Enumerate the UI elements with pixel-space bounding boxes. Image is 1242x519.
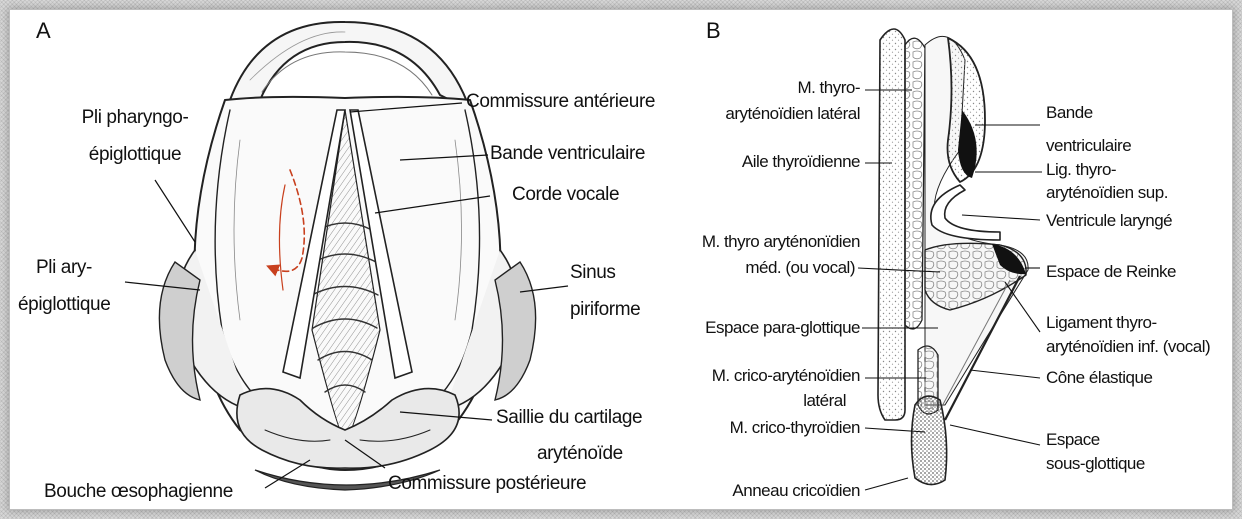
label-pli-ary-line1: Pli ary- [36, 257, 92, 279]
label-espace-sous-line2: sous-glottique [1046, 454, 1145, 474]
label-anneau-cricoidien: Anneau cricoïdien [650, 481, 860, 501]
label-commissure-anterieure: Commissure antérieure [466, 91, 655, 113]
label-commissure-posterieure: Commissure postérieure [388, 473, 586, 495]
label-bouche-oesophagienne: Bouche œsophagienne [44, 481, 233, 503]
label-m-crico-thyroidien: M. crico-thyroïdien [650, 418, 860, 438]
label-saillie-line1: Saillie du cartilage [496, 407, 642, 429]
label-sinus-line2: piriforme [570, 299, 640, 321]
label-sinus-line1: Sinus [570, 262, 616, 284]
label-pli-ary-line2: épiglottique [18, 294, 110, 316]
label-pli-pharyngo-line2: épiglottique [40, 144, 230, 166]
label-lig-sup-line2: aryténoïdien sup. [1046, 183, 1168, 203]
label-corde-vocale: Corde vocale [512, 184, 619, 206]
label-bande-line1: Bande [1046, 103, 1093, 123]
label-espace-reinke: Espace de Reinke [1046, 262, 1176, 282]
label-espace-sous-line1: Espace [1046, 430, 1100, 450]
panel-b-letter: B [706, 19, 720, 43]
label-m-thyro-lateral-line1: M. thyro- [660, 78, 860, 98]
label-lig-inf-line1: Ligament thyro- [1046, 313, 1157, 333]
panel-a-letter: A [36, 19, 50, 43]
label-lig-sup-line1: Lig. thyro- [1046, 160, 1116, 180]
cricoid-ring [912, 396, 947, 485]
label-espace-para-glottique: Espace para-glottique [650, 318, 860, 338]
label-bande-ventriculaire: Bande ventriculaire [490, 143, 645, 165]
label-lig-inf-line2: aryténoïdien inf. (vocal) [1046, 337, 1210, 357]
label-m-crico-arytenoidien-line2: latéral [650, 391, 846, 411]
label-m-thyro-lateral-line2: aryténoïdien latéral [660, 104, 860, 124]
label-m-thyro-median-line1: M. thyro aryténonïdien [650, 232, 860, 252]
label-pli-pharyngo-line1: Pli pharyngo- [40, 107, 230, 129]
label-m-thyro-median-line2: méd. (ou vocal) [650, 258, 855, 278]
label-m-crico-arytenoidien-line1: M. crico-aryténoïdien [650, 366, 860, 386]
label-aile-thyroidienne: Aile thyroïdienne [660, 152, 860, 172]
label-bande-line2: ventriculaire [1046, 136, 1131, 156]
thyroid-cartilage [878, 29, 905, 420]
label-saillie-line2: aryténoïde [537, 443, 623, 465]
panel-b-illustration [878, 29, 1028, 485]
label-ventricule-larynge: Ventricule laryngé [1046, 211, 1172, 231]
laryngeal-ventricle [931, 185, 1000, 240]
label-cone-elastique: Cône élastique [1046, 368, 1152, 388]
